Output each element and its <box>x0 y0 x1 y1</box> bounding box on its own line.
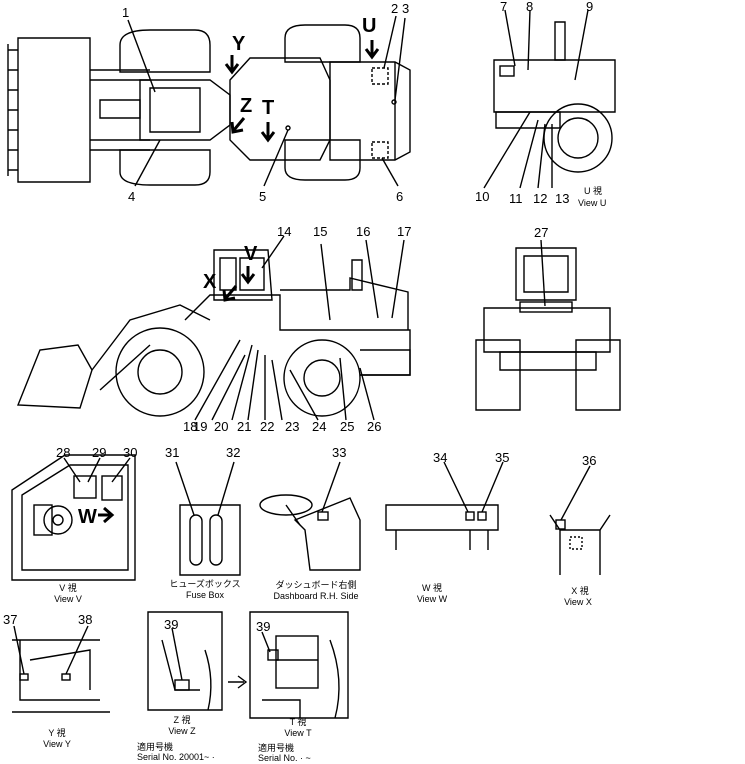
arrow-label-y: Y <box>232 33 246 55</box>
side-view <box>16 235 411 421</box>
caption-view-y-jp: Y 視 <box>48 728 66 738</box>
view-t-drawing <box>249 611 349 719</box>
callout-28: 28 <box>56 445 71 460</box>
view-x-drawing <box>549 465 611 575</box>
callout-17: 17 <box>397 224 412 239</box>
callout-31: 31 <box>165 445 180 460</box>
caption-view-x: View X <box>564 597 592 607</box>
caption-view-u: View U <box>578 198 607 208</box>
caption-serial-2: Serial No. · ~ <box>258 753 311 763</box>
callout-38: 38 <box>78 612 93 627</box>
view-u-drawing <box>483 9 616 189</box>
view-y-drawing <box>12 625 110 713</box>
callout-32: 32 <box>226 445 241 460</box>
caption-serial-jp-1: 適用号機 <box>137 742 174 752</box>
callout-21: 21 <box>237 419 252 434</box>
arrow-label-t: T <box>262 97 275 119</box>
arrow-label-z: Z <box>240 95 253 117</box>
view-w-drawing <box>385 461 504 550</box>
callout-22: 22 <box>260 419 275 434</box>
callout-15: 15 <box>313 224 328 239</box>
dashboard-drawing <box>259 461 361 571</box>
caption-view-z-jp: Z 視 <box>173 715 191 725</box>
callout-10: 10 <box>475 189 490 204</box>
arrow-label-u: U <box>362 15 377 37</box>
callout-36: 36 <box>582 453 597 468</box>
callout-29: 29 <box>92 445 107 460</box>
caption-dashboard-jp: ダッシュボード右側 <box>275 580 357 590</box>
caption-view-t-jp: T 視 <box>289 717 307 727</box>
callout-2: 2 <box>391 1 399 16</box>
callout-19: 19 <box>193 419 208 434</box>
caption-view-w-jp: W 視 <box>422 583 442 593</box>
top-view <box>7 15 411 187</box>
caption-view-z: View Z <box>168 726 196 736</box>
callout-18: 18 <box>183 419 198 434</box>
caption-view-y: View Y <box>43 739 71 749</box>
callout-33: 33 <box>332 445 347 460</box>
callout-39-view-t: 39 <box>256 619 271 634</box>
arrow-label-x: X <box>203 271 217 293</box>
callout-11: 11 <box>509 191 523 206</box>
callout-37: 37 <box>3 612 18 627</box>
callout-5: 5 <box>259 189 267 204</box>
callout-16: 16 <box>356 224 371 239</box>
callout-4: 4 <box>128 189 136 204</box>
caption-view-w: View W <box>416 594 448 604</box>
callout-35: 35 <box>495 450 510 465</box>
callout-27: 27 <box>534 225 549 240</box>
callout-13: 13 <box>555 191 570 206</box>
callout-26: 26 <box>367 419 382 434</box>
callout-30: 30 <box>123 445 138 460</box>
callout-14: 14 <box>277 224 292 239</box>
caption-view-u-jp: U 視 <box>584 186 603 196</box>
view-z-drawing <box>147 611 223 711</box>
callout-24: 24 <box>312 419 327 434</box>
arrow-label-w: W <box>78 506 97 528</box>
callout-1: 1 <box>122 5 130 20</box>
caption-serial-1: Serial No. 20001~ · <box>137 752 215 762</box>
callout-8: 8 <box>526 0 534 14</box>
callout-25: 25 <box>340 419 355 434</box>
callout-39-view-z: 39 <box>164 617 179 632</box>
callout-3: 3 <box>402 1 410 16</box>
caption-view-t: View T <box>284 728 312 738</box>
view-v-drawing <box>11 454 136 581</box>
callout-6: 6 <box>396 189 404 204</box>
fuse-box-drawing <box>175 461 241 576</box>
callout-9: 9 <box>586 0 594 14</box>
caption-view-v: View V <box>54 594 82 604</box>
arrow-label-v: V <box>244 243 258 265</box>
callout-20: 20 <box>214 419 229 434</box>
caption-serial-jp-2: 適用号機 <box>258 743 295 753</box>
callout-23: 23 <box>285 419 300 434</box>
caption-fuse-box-jp: ヒューズボックス <box>169 579 241 589</box>
caption-fuse-box: Fuse Box <box>185 590 225 600</box>
caption-dashboard: Dashboard R.H. Side <box>273 591 359 601</box>
callout-34: 34 <box>433 450 448 465</box>
callout-12: 12 <box>533 191 548 206</box>
callout-7: 7 <box>500 0 508 14</box>
caption-view-x-jp: X 視 <box>571 586 589 596</box>
caption-view-v-jp: V 視 <box>59 583 77 593</box>
transition-arrow <box>228 675 248 689</box>
front-view <box>475 239 621 411</box>
